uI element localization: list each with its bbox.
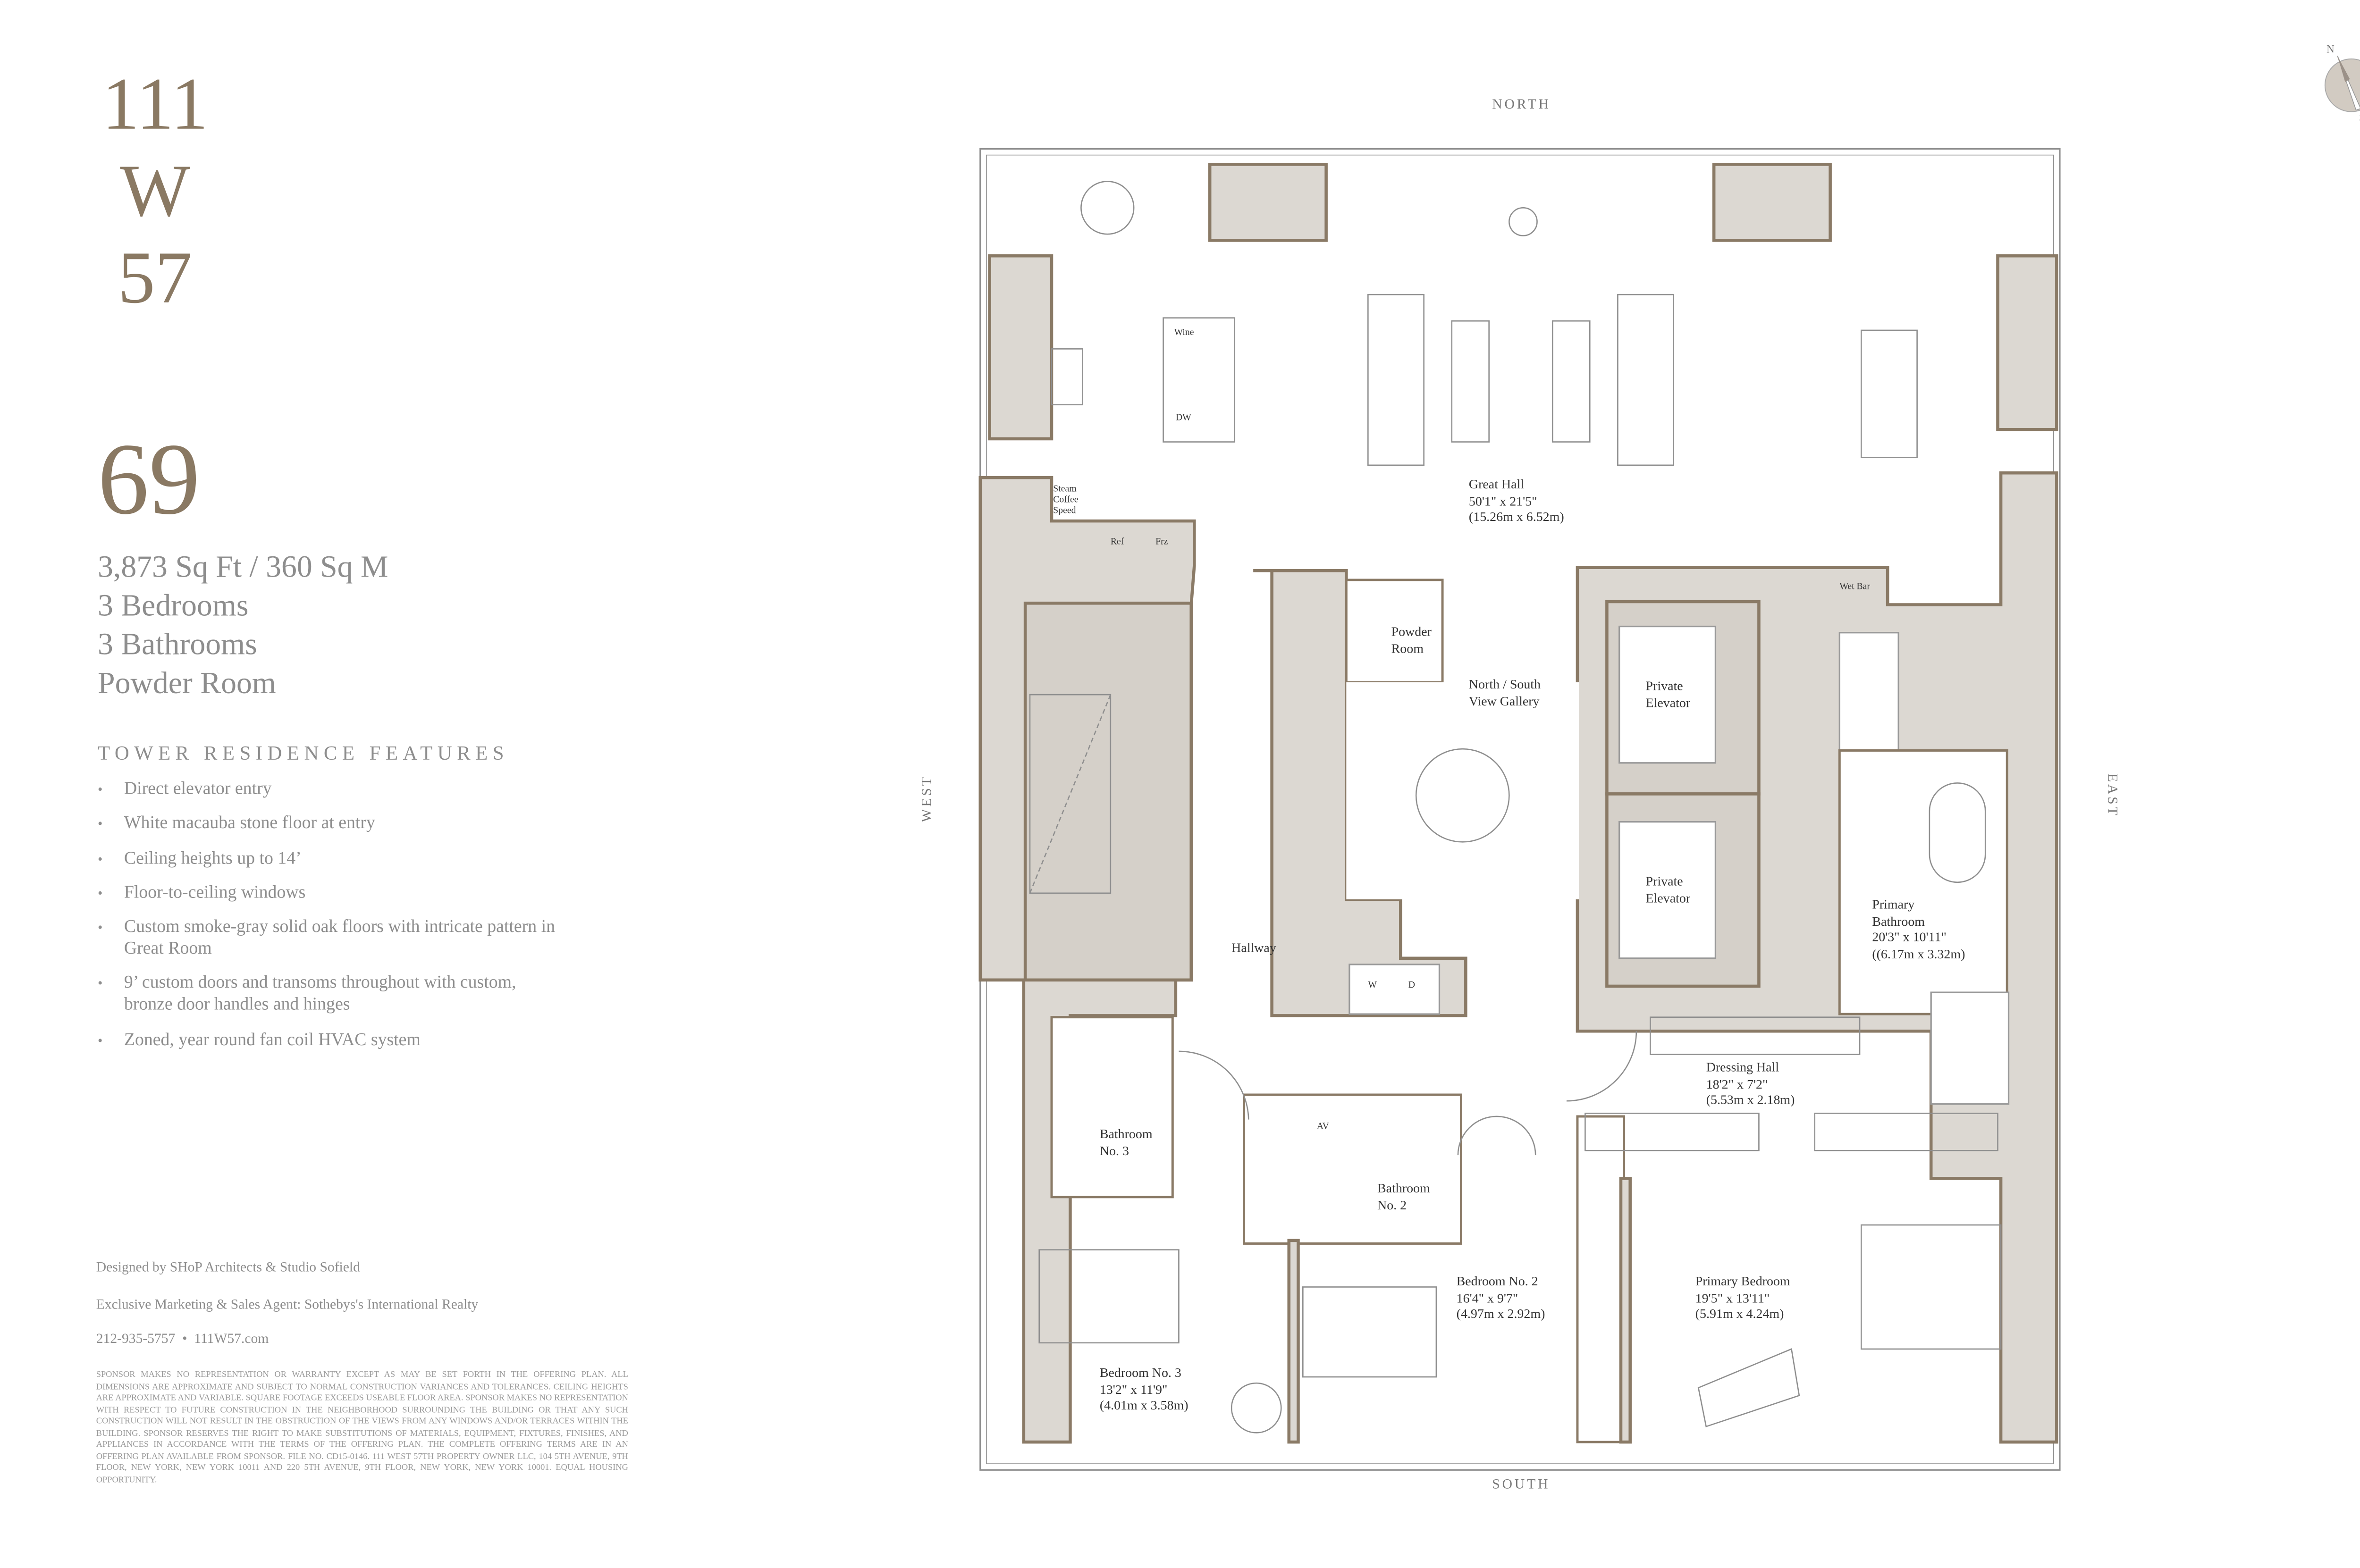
closet <box>1650 1016 1861 1055</box>
closet <box>1585 1113 1760 1151</box>
sofa-icon <box>1617 294 1675 466</box>
coffee-table <box>1451 320 1490 443</box>
coffee-table <box>1552 320 1591 443</box>
bullet: • <box>98 781 103 797</box>
round-table-icon <box>1080 181 1135 235</box>
compass-south-label: S <box>2359 112 2360 124</box>
label-wine: Wine <box>1174 328 1194 338</box>
bullet: • <box>98 975 103 991</box>
direction-west: WEST <box>919 775 935 822</box>
bed-icon <box>1038 1249 1180 1344</box>
bullet: • <box>98 815 103 831</box>
kitchen-island <box>1163 317 1236 443</box>
feature-item: • Custom smoke-gray solid oak floors with… <box>98 916 594 960</box>
feature-text: Custom smoke-gray solid oak floors with … <box>124 918 556 958</box>
feature-item: • Zoned, year round fan coil HVAC system <box>98 1030 594 1051</box>
brand-111: 111 <box>102 63 209 146</box>
room-hallway: Hallway <box>1231 939 1276 956</box>
brand-w: W <box>120 150 191 233</box>
compass-icon <box>2324 55 2360 112</box>
label-dishwasher: DW <box>1175 414 1191 424</box>
feature-text: White macauba stone floor at entry <box>124 814 375 833</box>
compass-north-label: N <box>2326 43 2337 56</box>
website-link[interactable]: 111W57.com <box>194 1330 269 1346</box>
furniture <box>1029 181 2002 1434</box>
agent-credit: Exclusive Marketing & Sales Agent: Sothe… <box>96 1296 479 1312</box>
label-freezer: Frz <box>1155 538 1168 547</box>
closet <box>1814 1113 1998 1151</box>
side-table-icon <box>1509 207 1538 236</box>
bed-icon <box>1861 1224 2002 1350</box>
contact-line: 212-935-5757 • 111W57.com <box>96 1330 269 1346</box>
sofa-icon <box>1367 294 1424 466</box>
features-heading: TOWER RESIDENCE FEATURES <box>98 741 509 765</box>
label-dryer: D <box>1408 981 1416 991</box>
direction-east: EAST <box>2105 773 2121 818</box>
label-refrigerator: Ref <box>1110 538 1124 547</box>
residence-area: 3,873 Sq Ft / 360 Sq M <box>98 550 388 585</box>
designer-credit: Designed by SHoP Architects & Studio Sof… <box>96 1259 360 1275</box>
direction-south: SOUTH <box>1492 1476 1551 1492</box>
brand-57: 57 <box>118 237 193 319</box>
label-av: AV <box>1316 1123 1329 1132</box>
bullet: • <box>98 919 103 935</box>
feature-item: • Direct elevator entry <box>98 779 594 800</box>
round-table-icon <box>1415 748 1510 843</box>
feature-item: • Ceiling heights up to 14’ <box>98 848 594 870</box>
label-washer: W <box>1368 981 1377 991</box>
bathtub-icon <box>1929 782 1986 883</box>
separator: • <box>182 1330 187 1346</box>
cooktop-icon <box>1051 348 1084 405</box>
bullet: • <box>98 885 103 901</box>
feature-text: 9’ custom doors and transoms throughout … <box>124 973 516 1015</box>
residence-bathrooms: 3 Bathrooms <box>98 628 257 662</box>
chair-icon <box>1231 1382 1282 1434</box>
feature-text: Direct elevator entry <box>124 780 272 799</box>
residence-extra: Powder Room <box>98 667 276 701</box>
phone: 212-935-5757 <box>96 1330 176 1346</box>
feature-text: Floor-to-ceiling windows <box>124 884 306 903</box>
feature-text: Ceiling heights up to 14’ <box>124 849 302 869</box>
chaise-icon <box>1697 1348 1800 1427</box>
bullet: • <box>98 851 103 867</box>
bed-icon <box>1302 1286 1437 1378</box>
residence-bedrooms: 3 Bedrooms <box>98 589 249 624</box>
bullet: • <box>98 1032 103 1048</box>
direction-north: NORTH <box>1492 96 1551 112</box>
stair-icon <box>1029 694 1112 894</box>
walls <box>978 163 2058 1444</box>
legal-disclaimer: SPONSOR MAKES NO REPRESENTATION OR WARRA… <box>96 1370 628 1485</box>
residence-number: 69 <box>98 423 200 537</box>
label-wet-bar: Wet Bar <box>1839 583 1871 593</box>
feature-item: • White macauba stone floor at entry <box>98 813 594 834</box>
feature-item: • Floor-to-ceiling windows <box>98 882 594 904</box>
feature-text: Zoned, year round fan coil HVAC system <box>124 1031 421 1050</box>
dining-table <box>1861 329 1918 458</box>
feature-item: • 9’ custom doors and transoms throughout… <box>98 972 563 1015</box>
